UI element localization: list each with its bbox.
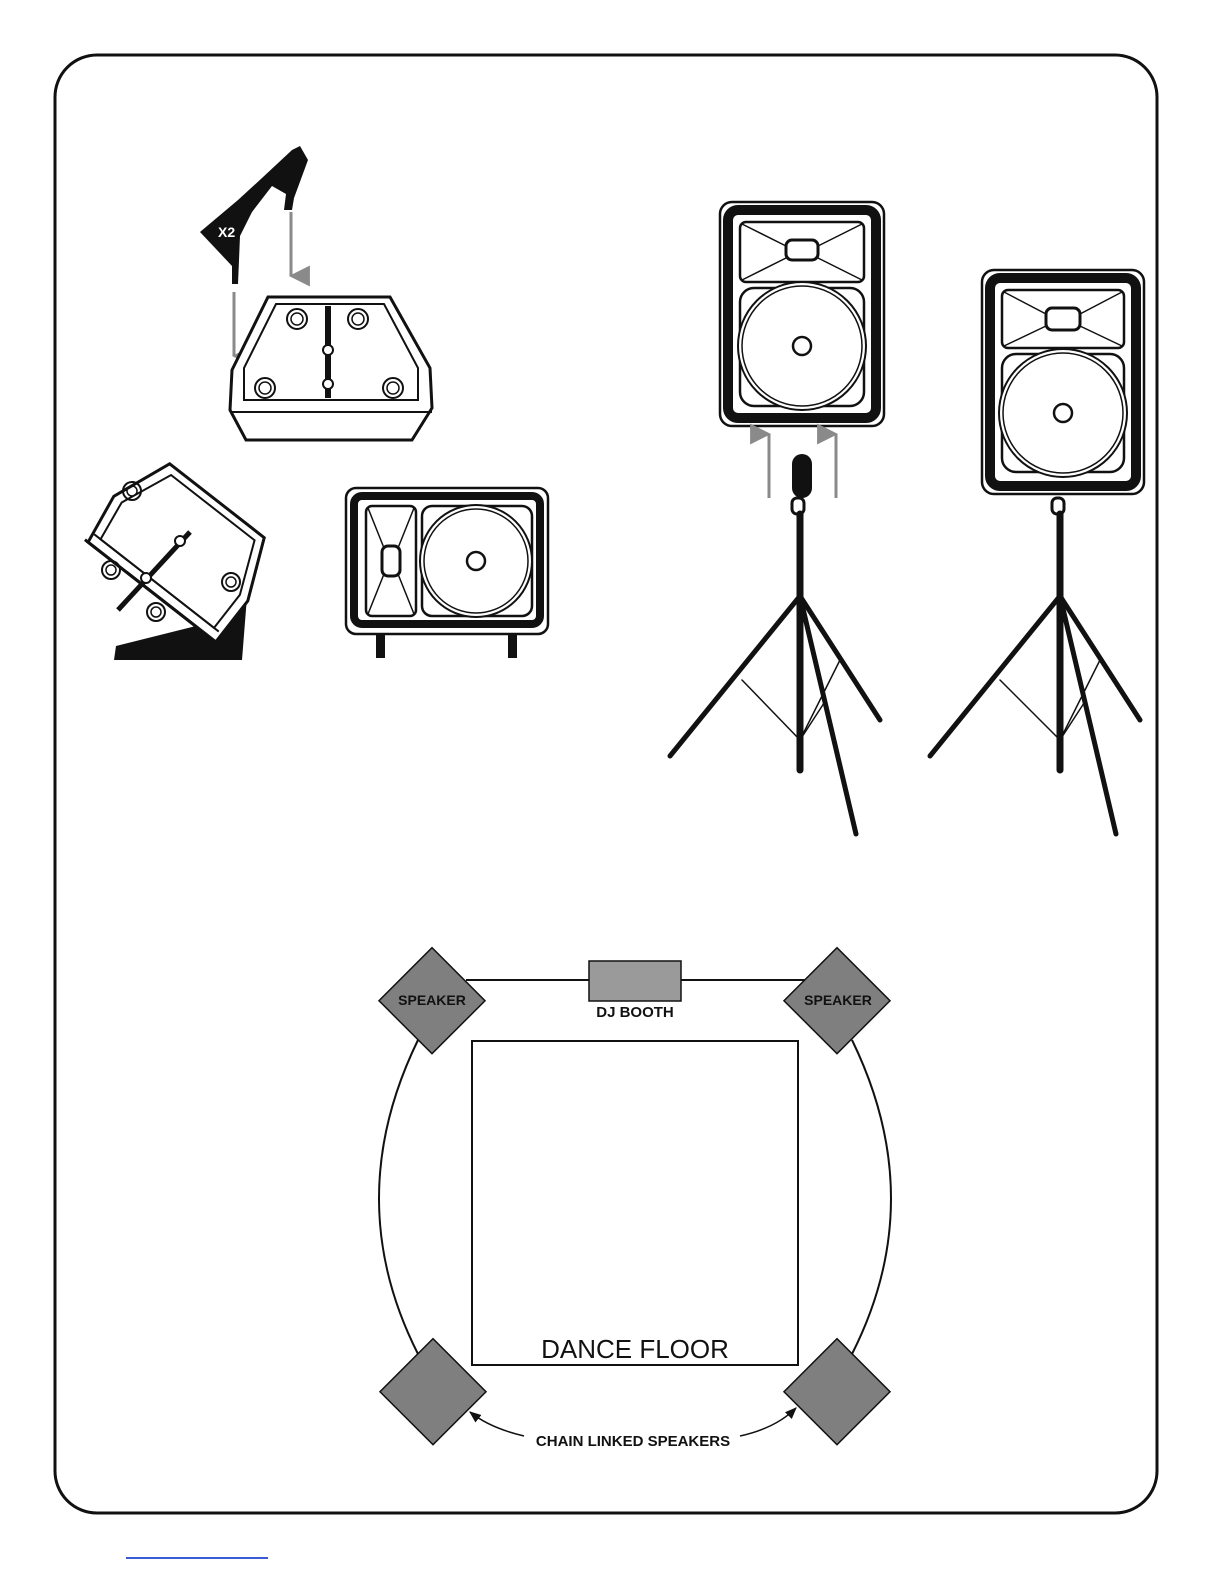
chain-link-left (379, 1040, 418, 1354)
monitor-front-view (346, 488, 548, 658)
chain-link-right (852, 1040, 891, 1354)
speaker-top-left: SPEAKER (379, 948, 485, 1054)
speaker-cabinet-lifting (720, 202, 884, 426)
dj-booth (589, 961, 681, 1001)
speaker-top-right: SPEAKER (784, 948, 890, 1054)
speaker-top-left-label: SPEAKER (398, 992, 466, 1008)
dance-floor (472, 1041, 798, 1365)
dj-booth-label: DJ BOOTH (596, 1004, 674, 1021)
tripod-stand-right (930, 498, 1140, 834)
dance-floor-label: DANCE FLOOR (541, 1334, 729, 1364)
speaker-top-right-label: SPEAKER (804, 992, 872, 1008)
chain-arrow-left (470, 1412, 524, 1436)
chain-linked-label: CHAIN LINKED SPEAKERS (536, 1433, 730, 1450)
tripod-stand-left (670, 454, 880, 834)
monitor-tilted-view (82, 449, 285, 660)
speaker-cabinet-mounted (982, 270, 1144, 494)
chain-arrow-right (740, 1408, 796, 1436)
monitor-bottom-view (230, 297, 432, 440)
speaker-bottom-right (784, 1339, 890, 1445)
speaker-bottom-left (380, 1339, 486, 1445)
footer-link-underline[interactable] (126, 1557, 268, 1559)
floor-plan: DJ BOOTH DANCE FLOOR SPEAKER SPEAKER CHA… (379, 948, 891, 1450)
bracket-quantity-label: X2 (218, 224, 235, 240)
